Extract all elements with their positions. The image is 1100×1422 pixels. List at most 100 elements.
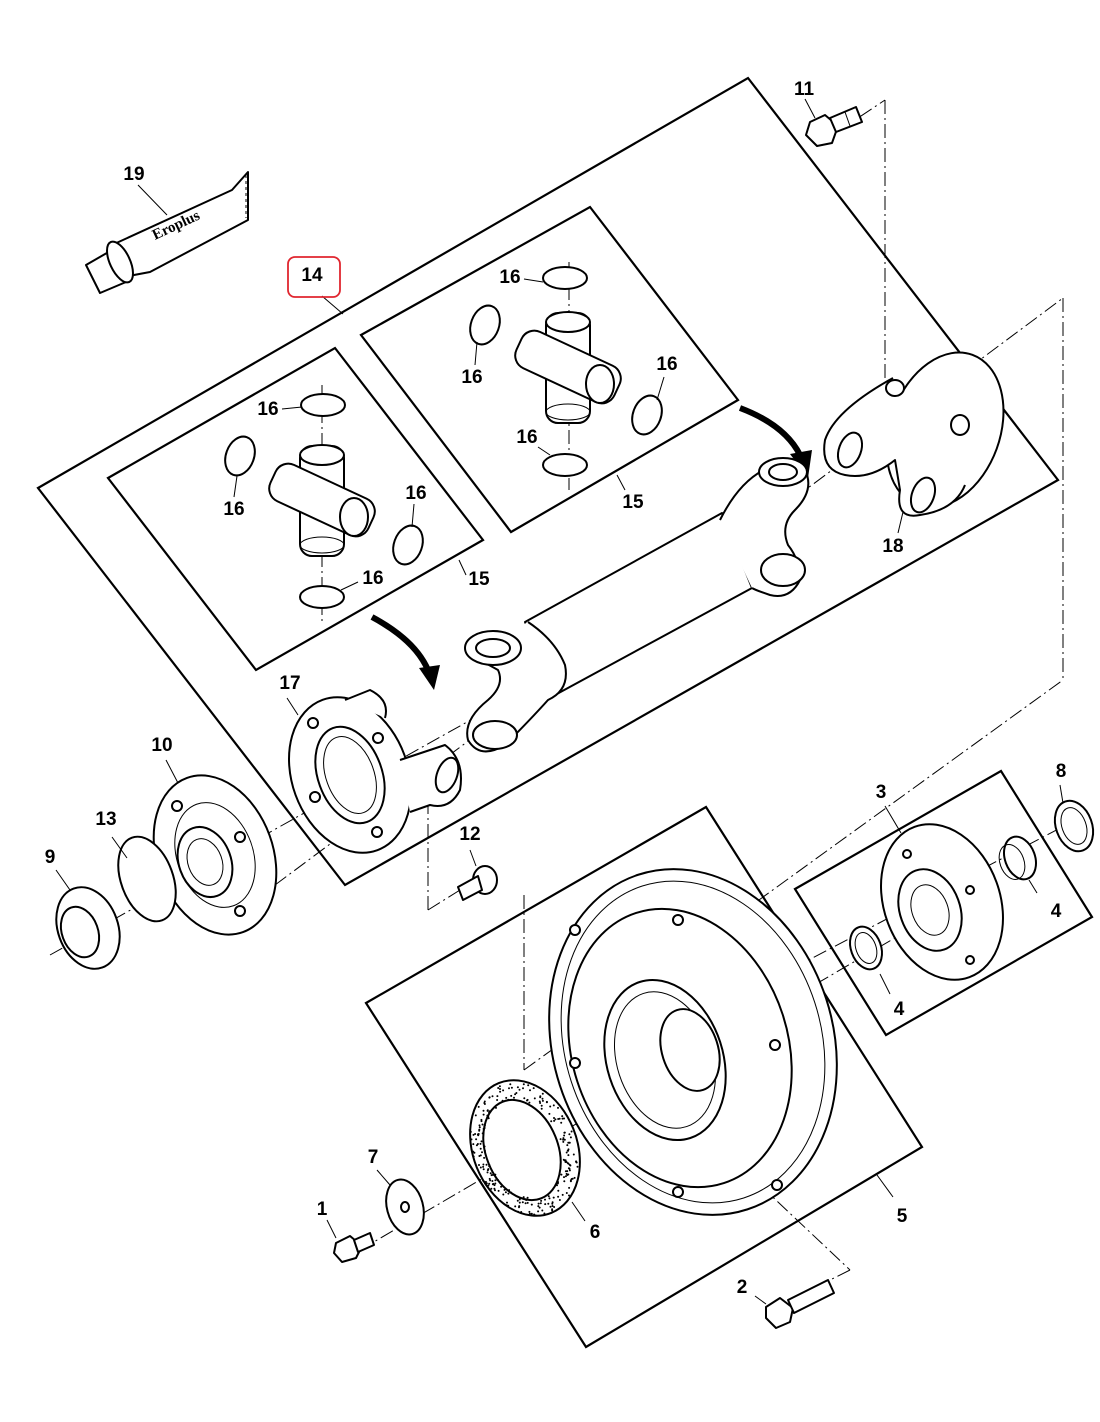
seal-speckle (482, 1163, 485, 1166)
seal-speckle (488, 1165, 491, 1168)
seal-speckle (499, 1090, 502, 1093)
flexible-coupling-5[interactable] (505, 831, 880, 1252)
seal-speckle (540, 1199, 543, 1202)
o-ring-13[interactable] (108, 829, 187, 929)
washer-7[interactable] (380, 1175, 429, 1238)
callout-4[interactable]: 4 (894, 999, 905, 1020)
seal-speckle (518, 1088, 521, 1091)
flange-yoke-18[interactable] (823, 336, 1024, 524)
callout-16[interactable]: 16 (516, 427, 537, 448)
seal-speckle (566, 1149, 569, 1152)
seal-speckle (528, 1101, 531, 1104)
ujoint-cross-right[interactable] (511, 311, 626, 424)
seal-speckle (532, 1087, 535, 1090)
seal-speckle (533, 1097, 536, 1100)
seal-speckle (553, 1117, 555, 1119)
seal-speckle (503, 1188, 506, 1191)
callout-16[interactable]: 16 (405, 483, 426, 504)
snap-rings-right[interactable] (465, 266, 667, 477)
seal-speckle (522, 1196, 525, 1199)
seal-speckle (470, 1138, 473, 1141)
callout-10[interactable]: 10 (151, 735, 172, 756)
bolt-1[interactable] (333, 1232, 375, 1263)
seal-speckle (488, 1177, 491, 1180)
grease-tube-19[interactable]: Eroplus (85, 171, 249, 294)
callout-15[interactable]: 15 (622, 492, 644, 513)
seal-speckle (509, 1083, 512, 1086)
seal-speckle (481, 1132, 484, 1135)
seal-speckle (508, 1087, 510, 1090)
seal-6[interactable] (451, 1064, 600, 1233)
snap-rings-left[interactable] (220, 393, 428, 609)
callout-16[interactable]: 16 (461, 367, 482, 388)
callout-8[interactable]: 8 (1056, 761, 1067, 782)
callout-18[interactable]: 18 (882, 536, 903, 557)
callout-17[interactable]: 17 (279, 673, 300, 694)
seal-speckle (558, 1199, 561, 1201)
seal-speckle (526, 1099, 528, 1102)
flange-yoke-17[interactable] (268, 680, 462, 870)
screw-12[interactable] (457, 865, 498, 901)
seal-speckle (504, 1191, 507, 1194)
seal-speckle (488, 1110, 491, 1113)
seal-speckle (508, 1189, 511, 1192)
seal-speckle (495, 1106, 497, 1109)
seal-speckle (523, 1097, 526, 1100)
seal-speckle (472, 1133, 475, 1136)
bushing-4-right[interactable] (995, 832, 1042, 884)
seal-speckle (488, 1182, 491, 1185)
seal-speckle (553, 1119, 556, 1122)
seal-speckle (486, 1169, 489, 1172)
seal-speckle (563, 1138, 566, 1141)
callout-12[interactable]: 12 (459, 824, 480, 845)
bushing-4-left[interactable] (844, 922, 887, 974)
seal-speckle (569, 1136, 572, 1139)
callout-2[interactable]: 2 (737, 1277, 748, 1298)
seal-speckle (482, 1179, 485, 1182)
seal-speckle (562, 1137, 565, 1140)
callout-16[interactable]: 16 (362, 568, 383, 589)
callout-7[interactable]: 7 (368, 1147, 379, 1168)
callout-3[interactable]: 3 (876, 782, 887, 803)
shim-ring-8[interactable] (1048, 795, 1100, 856)
seal-speckle (496, 1178, 499, 1181)
seal-speckle (497, 1087, 500, 1089)
callout-11[interactable]: 11 (794, 79, 815, 100)
callout-16[interactable]: 16 (223, 499, 244, 520)
seal-speckle (569, 1179, 572, 1182)
seal-speckle (563, 1180, 566, 1183)
seal-speckle (515, 1092, 518, 1094)
seal-speckle (540, 1104, 543, 1107)
callout-14[interactable]: 14 (301, 265, 323, 286)
seal-speckle (518, 1198, 521, 1201)
bolt-11[interactable] (805, 106, 863, 147)
seal-speckle (491, 1180, 494, 1182)
seal-speckle (514, 1205, 517, 1208)
callout-19[interactable]: 19 (123, 164, 144, 185)
seal-speckle (521, 1201, 524, 1204)
ujoint-cross-left[interactable] (265, 444, 380, 557)
callout-6[interactable]: 6 (590, 1222, 601, 1243)
callout-13[interactable]: 13 (95, 809, 116, 830)
seal-speckle (567, 1154, 570, 1157)
drive-shaft-tube[interactable] (464, 457, 810, 753)
seal-speckle (569, 1164, 572, 1167)
callout-14-highlight (287, 256, 341, 298)
callout-16[interactable]: 16 (257, 399, 278, 420)
callout-16[interactable]: 16 (499, 267, 520, 288)
seal-speckle (507, 1192, 510, 1195)
bolt-2[interactable] (765, 1279, 835, 1329)
callout-9[interactable]: 9 (45, 847, 56, 868)
callout-5[interactable]: 5 (897, 1206, 908, 1227)
seal-speckle (484, 1182, 487, 1185)
seal-speckle (552, 1196, 555, 1199)
callout-16[interactable]: 16 (656, 354, 677, 375)
bearing-flange-3[interactable] (860, 807, 1024, 997)
callout-15[interactable]: 15 (468, 569, 490, 590)
seal-speckle (533, 1213, 536, 1216)
callout-4[interactable]: 4 (1051, 901, 1062, 922)
seal-9[interactable] (45, 878, 130, 977)
bearing-flange-10[interactable] (132, 758, 297, 952)
callout-1[interactable]: 1 (317, 1199, 328, 1220)
